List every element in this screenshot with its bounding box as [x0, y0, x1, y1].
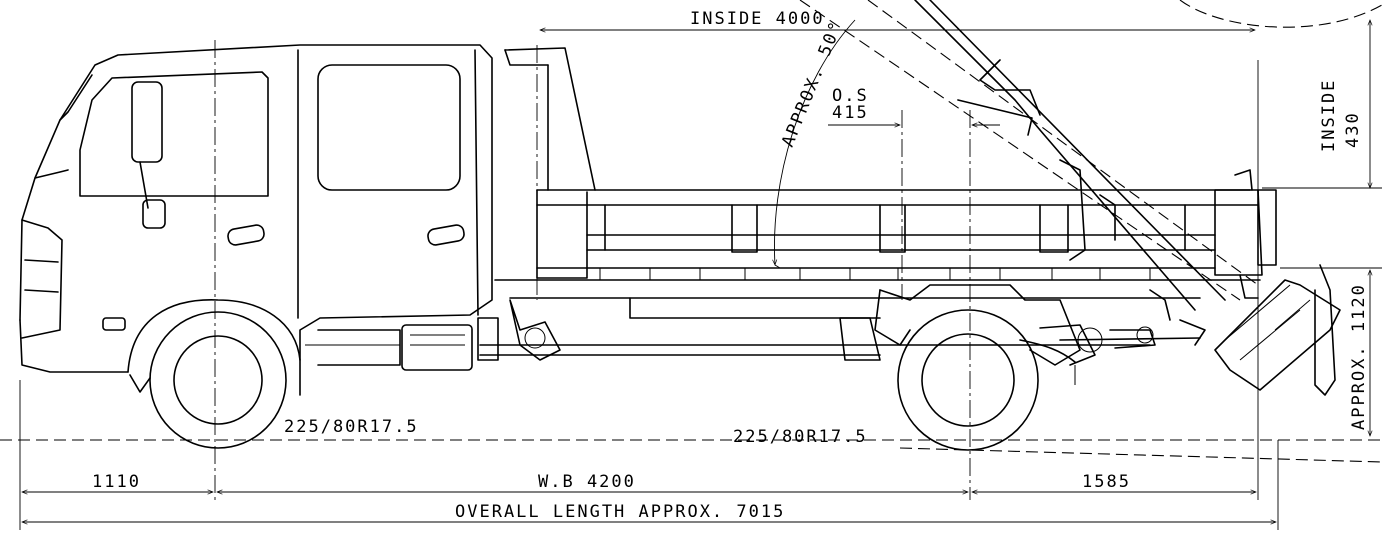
rear-tire-label: 225/80R17.5: [733, 427, 868, 447]
offset-value: 415: [832, 103, 869, 123]
front-overhang-label: 1110: [92, 472, 141, 492]
dump-body: [504, 47, 1277, 299]
tilt-angle-label: APPROX. 50°: [778, 18, 847, 150]
overall-length-label: OVERALL LENGTH APPROX. 7015: [455, 502, 785, 522]
floor-height-label: APPROX. 1120: [1349, 283, 1369, 430]
ground-line: [0, 439, 1382, 463]
inside-height-label: INSIDE: [1319, 79, 1339, 152]
rear-wheel: [897, 309, 1039, 451]
inside-height-value: 430: [1343, 111, 1363, 148]
chassis-frame: [401, 279, 1261, 385]
dimension-lines: [21, 19, 1382, 525]
wheelbase-label: W.B 4200: [538, 472, 636, 492]
inside-length-label: INSIDE 4000: [690, 9, 825, 29]
front-wheel: [129, 311, 287, 449]
cab: [19, 44, 493, 396]
offset-label: O.S: [832, 86, 869, 106]
front-tire-label: 225/80R17.5: [284, 417, 419, 437]
rear-overhang-label: 1585: [1082, 472, 1131, 492]
center-lines: [19, 40, 1279, 530]
tilt-angle-arc: [772, 19, 856, 269]
dump-body-tilted: [799, 0, 1382, 396]
